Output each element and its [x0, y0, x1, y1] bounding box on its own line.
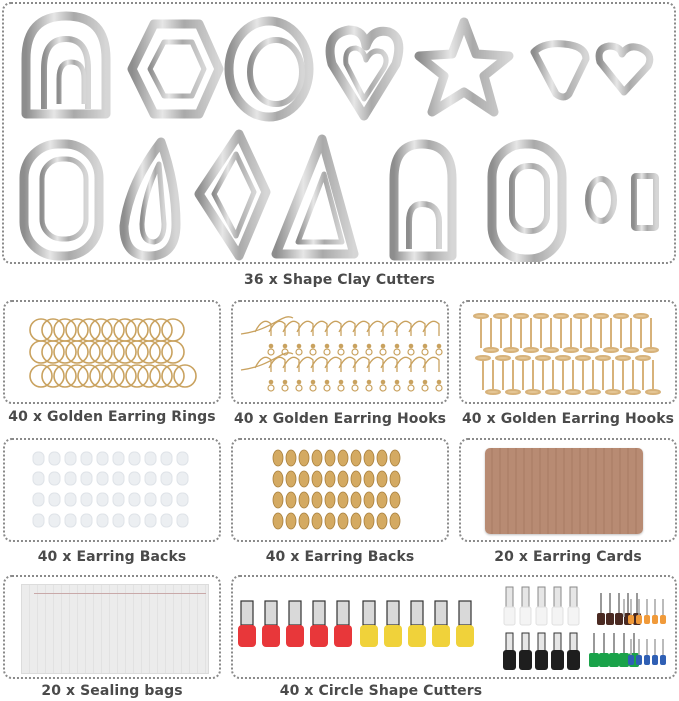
star-cutter-icon — [414, 17, 514, 117]
heart-cutter-icon — [325, 25, 404, 121]
golden-earring-rings-image — [29, 318, 197, 388]
shape-clay-cutters-panel — [2, 2, 676, 264]
arch-cutter-icon — [21, 11, 111, 119]
oval-cutter-icon — [19, 139, 104, 261]
golden-earring-hooks-fish-panel — [231, 300, 449, 404]
seal-strip — [34, 593, 206, 594]
rounded-triangle-small-cutter-icon — [530, 40, 590, 101]
triangle-cutter-icon — [271, 134, 359, 259]
earring-card-image — [485, 448, 643, 534]
circle-cutter-icon — [224, 16, 314, 122]
golden-earring-rings-label: 40 x Golden Earring Rings — [8, 409, 216, 425]
circle-shape-cutters-panel — [231, 575, 677, 679]
golden-earring-hooks-posts-panel — [459, 300, 677, 404]
rectangle-small-cutter-icon — [631, 173, 659, 231]
arch-large-cutter-icon — [389, 139, 457, 261]
oval-nested-cutter-icon — [487, 139, 567, 262]
earring-cards-panel — [459, 438, 677, 542]
earring-backs-gold-panel — [231, 438, 449, 542]
sealing-bags-image — [21, 584, 209, 674]
earring-backs-clear-panel — [3, 438, 221, 542]
fish-hooks-image — [240, 316, 443, 392]
sealing-bags-panel — [3, 575, 221, 679]
clear-earring-backs-image — [32, 451, 189, 528]
gold-earring-backs-image — [272, 449, 401, 530]
shape-clay-cutters-label: 36 x Shape Clay Cutters — [244, 272, 435, 288]
circle-cutters-image — [238, 586, 666, 670]
earring-cards-label: 20 x Earring Cards — [494, 549, 642, 565]
earring-backs-gold-label: 40 x Earring Backs — [265, 549, 415, 565]
golden-earring-hooks-fish-label: 40 x Golden Earring Hooks — [233, 411, 447, 427]
hexagon-cutter-icon — [127, 19, 224, 119]
golden-earring-rings-panel — [3, 300, 221, 404]
heart-small-cutter-icon — [595, 42, 654, 96]
circle-shape-cutters-label: 40 x Circle Shape Cutters — [279, 683, 483, 699]
post-studs-image — [473, 313, 661, 395]
sealing-bags-label: 20 x Sealing bags — [41, 683, 183, 699]
shape-cutters-illustration — [19, 11, 659, 262]
circle-small-cutter-icon — [585, 176, 617, 224]
golden-earring-hooks-posts-label: 40 x Golden Earring Hooks — [461, 411, 675, 427]
rhombus-cutter-icon — [194, 129, 271, 261]
teardrop-cutter-icon — [119, 137, 181, 261]
earring-backs-clear-label: 40 x Earring Backs — [37, 549, 187, 565]
